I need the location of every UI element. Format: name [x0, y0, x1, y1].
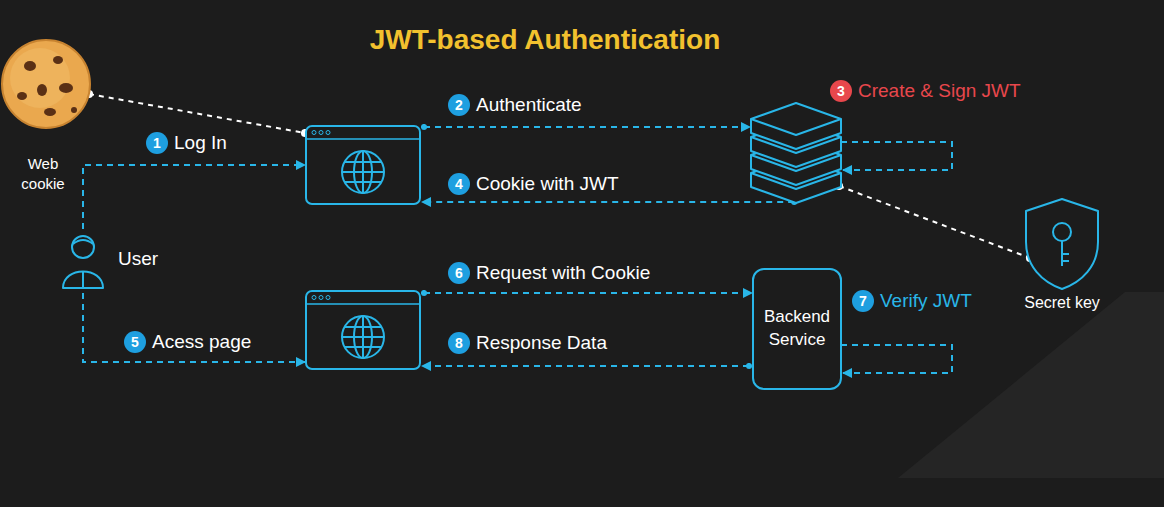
browser-dot [326, 131, 330, 135]
edge-label: Log In [174, 132, 227, 154]
edge-label-group: 5 Acess page [124, 331, 251, 353]
browser-toolbar [306, 138, 420, 140]
callout-number: 3 [830, 80, 852, 102]
cookie-chip [59, 83, 73, 93]
connector-arrow [422, 201, 794, 203]
globe-latitude [345, 161, 381, 163]
callout-number: 7 [852, 290, 874, 312]
key-tooth [1062, 260, 1069, 262]
edge-label: Acess page [152, 331, 251, 353]
key-tooth [1062, 253, 1069, 255]
connector-arrow [424, 126, 750, 128]
key-bow [1053, 223, 1071, 241]
connector-arrow [841, 345, 952, 373]
cookie-chip [44, 108, 56, 116]
cookie-icon: Web cookie [0, 38, 92, 193]
connector-arrow [839, 186, 1030, 258]
browser-window [305, 125, 421, 205]
globe-icon [342, 316, 384, 358]
globe-outline [342, 316, 384, 358]
icon-part [750, 102, 842, 204]
callout-number: 6 [448, 262, 470, 284]
icon-part [305, 290, 421, 370]
edge-label-group: 2 Authenticate [448, 94, 582, 116]
globe-outline [342, 151, 384, 193]
icon-part [0, 38, 92, 130]
edge-label: Authenticate [476, 94, 582, 116]
icon-part [1026, 199, 1098, 289]
callout-number: 1 [146, 132, 168, 154]
globe-icon [342, 151, 384, 193]
browser-frame [306, 126, 420, 204]
callout-number: 4 [448, 173, 470, 195]
edge-label: Cookie with JWT [476, 173, 619, 195]
browser-toolbar [306, 303, 420, 305]
node-label: Secret key [1012, 294, 1112, 312]
connector-arrow [422, 365, 749, 367]
diagram-title: JWT-based Authentication [0, 24, 1090, 56]
cookie-chip [17, 92, 27, 100]
browser-window [305, 290, 421, 370]
icon-part [60, 232, 106, 290]
edge-label: Request with Cookie [476, 262, 650, 284]
connector-arrow [83, 165, 305, 229]
edge-label-group: 4 Cookie with JWT [448, 173, 619, 195]
cookie-chip [71, 107, 77, 113]
auth-server [750, 102, 842, 204]
browser-dot [319, 131, 323, 135]
cookie-chip [24, 61, 36, 71]
node-label: Backend Service [760, 306, 834, 352]
edge-label: Response Data [476, 332, 607, 354]
edge-label-group: 1 Log In [146, 132, 227, 154]
browser-dot [326, 296, 330, 300]
browser-dot [312, 296, 316, 300]
server-slab-edge [751, 119, 841, 135]
backend-service-box: Backend Service [752, 268, 842, 390]
globe-latitude [345, 326, 381, 328]
shield-outline [1026, 199, 1098, 289]
callout-number: 5 [124, 331, 146, 353]
secret-key-shield: Secret key [1012, 196, 1112, 312]
globe-equator [342, 171, 384, 173]
connector-arrow [841, 142, 952, 170]
edge-label-group: 7 Verify JWT [852, 290, 972, 312]
globe-latitude [345, 346, 381, 348]
server-slab [751, 103, 841, 149]
callout-number: 8 [448, 332, 470, 354]
edge-label-group: 8 Response Data [448, 332, 607, 354]
connector-arrow [424, 292, 752, 294]
globe-equator [342, 336, 384, 338]
cookie-body [2, 40, 90, 128]
node-label: Web cookie [12, 154, 74, 193]
callout-number: 2 [448, 94, 470, 116]
node-label: User [118, 248, 158, 270]
cookie-chip [37, 84, 47, 96]
icon-part [305, 125, 421, 205]
edge-label: Create & Sign JWT [858, 80, 1021, 102]
connector-arrow [89, 94, 305, 133]
cookie-highlight [10, 48, 70, 108]
background-shade [898, 292, 1164, 478]
cookie-chip [53, 56, 63, 64]
globe-latitude [345, 181, 381, 183]
user-head [72, 236, 94, 258]
user-icon: User [60, 232, 170, 290]
browser-frame [306, 291, 420, 369]
connector-arrow [83, 293, 305, 362]
user-collar [82, 272, 84, 288]
edge-label-group: 3 Create & Sign JWT [830, 80, 1021, 102]
browser-dot [319, 296, 323, 300]
user-body [63, 272, 103, 289]
icon-part [1012, 196, 1112, 292]
edge-label-group: 6 Request with Cookie [448, 262, 650, 284]
user-hair [73, 240, 93, 244]
edge-label: Verify JWT [880, 290, 972, 312]
browser-dot [312, 131, 316, 135]
